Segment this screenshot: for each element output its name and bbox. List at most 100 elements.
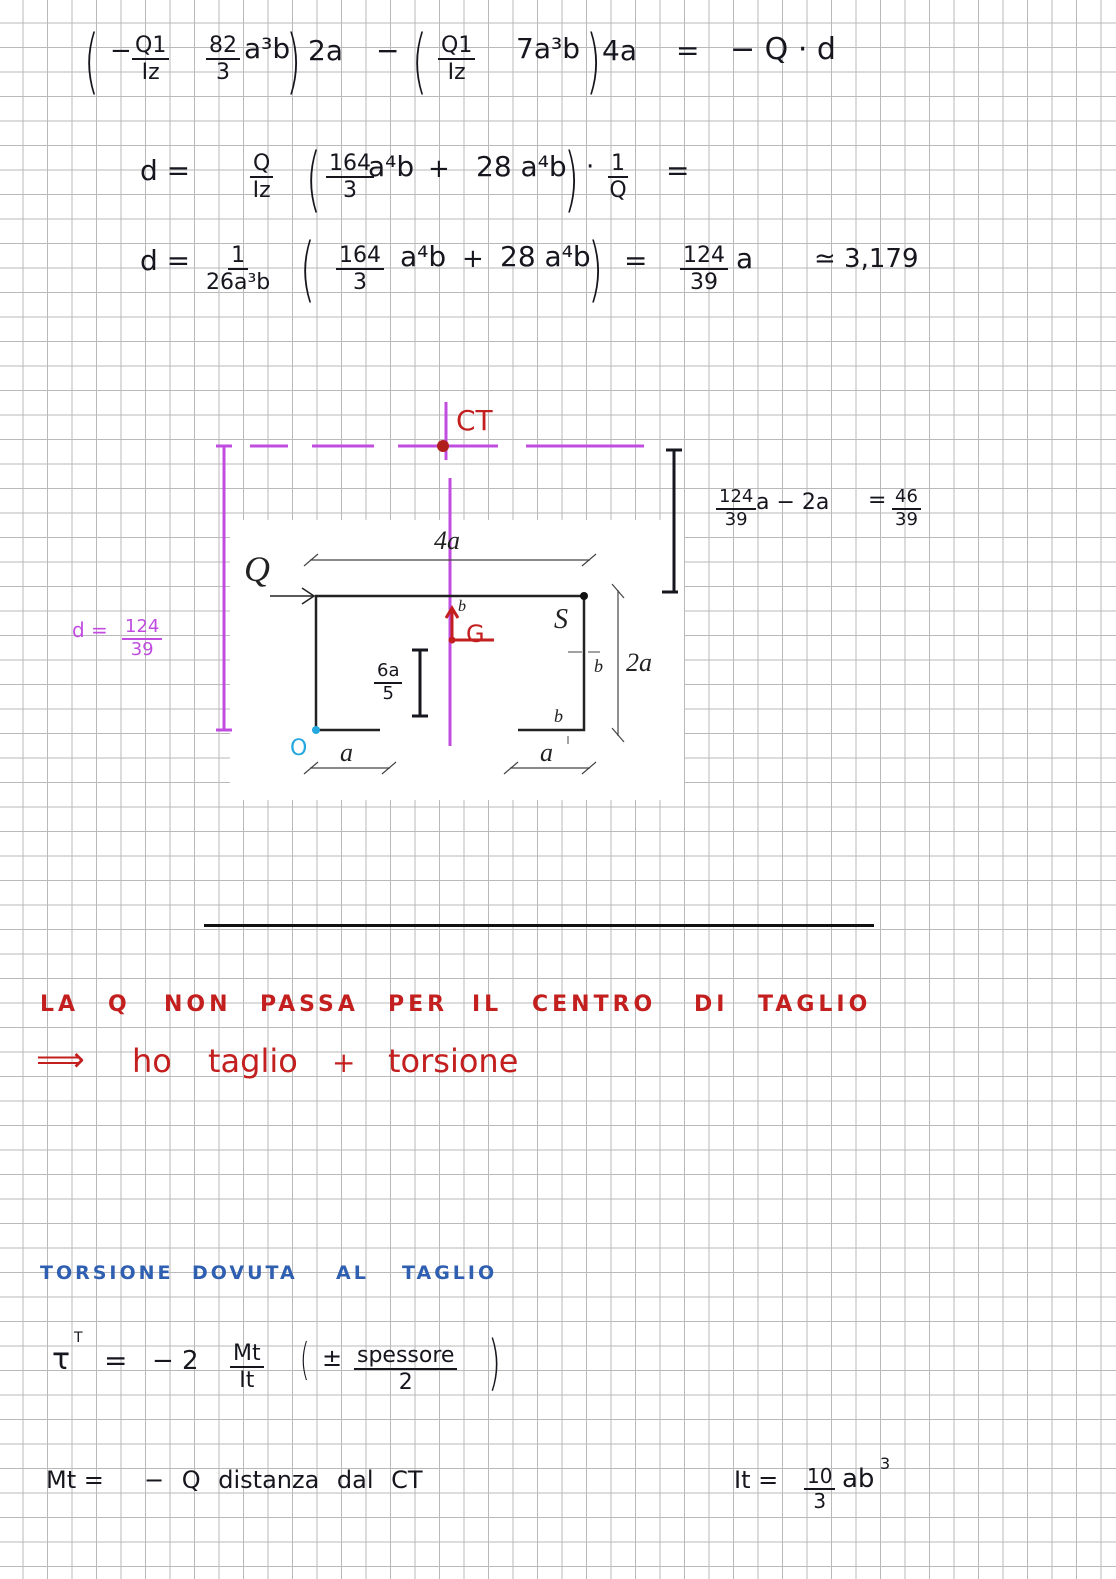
- paren-open: (: [412, 20, 428, 102]
- denominator: 3: [343, 178, 357, 204]
- tau-superscript: T: [74, 1330, 83, 1346]
- b-label-top: b: [458, 598, 466, 615]
- minus-sign: −: [376, 34, 400, 67]
- mt-lhs: Mt =: [46, 1466, 104, 1494]
- dimension-a-left: [303, 761, 397, 775]
- word-q: Q: [108, 992, 131, 1017]
- word-non: NON: [164, 992, 232, 1017]
- denominator: 5: [382, 682, 394, 704]
- fraction-10-3: 10 3: [804, 1466, 836, 1513]
- q-label: Q: [244, 549, 270, 589]
- paren-open: (: [306, 138, 322, 220]
- denominator: Iz: [141, 60, 160, 86]
- fraction-164-3: 164 3: [326, 152, 374, 202]
- fraction-q1-iz: Q1 Iz: [132, 34, 170, 86]
- width-4a-label: 4a: [434, 526, 460, 555]
- word-passa: PASSA: [260, 992, 359, 1017]
- numerator: 164: [336, 244, 384, 271]
- term-a3b: a³b: [244, 32, 291, 65]
- word-taglio: TAGLIO: [758, 992, 872, 1017]
- numerator: Q: [250, 152, 274, 179]
- it-term: ab: [842, 1464, 875, 1494]
- coefficient: − 2: [152, 1346, 199, 1376]
- numerator: Mt: [230, 1342, 264, 1369]
- paren-open: (: [84, 20, 100, 102]
- word-centro: CENTRO: [532, 992, 657, 1017]
- term-28a4b: 28 a⁴b: [476, 150, 567, 183]
- thickness-ticks: [567, 651, 600, 744]
- fraction-1-26a3b: 1 26a³b: [206, 244, 270, 294]
- it-superscript: 3: [880, 1454, 891, 1473]
- numerator: 6a: [374, 661, 403, 684]
- term-28a4b: 28 a⁴b: [500, 240, 591, 273]
- equals-sign: =: [624, 244, 648, 277]
- diff-middle: a − 2a: [756, 490, 830, 515]
- term-7a3b: 7a³b: [516, 32, 580, 65]
- rhs-q-d: − Q · d: [730, 32, 836, 67]
- fraction-q-iz: Q Iz: [250, 152, 274, 202]
- fraction-1-q: 1 Q: [608, 152, 628, 202]
- denominator: 39: [895, 508, 918, 530]
- paren-close: ): [286, 20, 302, 102]
- equals-sign: =: [666, 154, 690, 187]
- numerator: 46: [892, 487, 921, 510]
- fraction-mt-it: Mt It: [230, 1342, 264, 1392]
- denominator: 3: [813, 1489, 827, 1513]
- minus-sign: −: [110, 36, 132, 66]
- fraction-82-3: 82 3: [206, 34, 240, 84]
- denominator: 2: [398, 1370, 413, 1396]
- approx-value: ≃ 3,179: [814, 244, 919, 274]
- fraction-d-124-39: 124 39: [122, 617, 163, 660]
- paren-open: (: [300, 228, 316, 310]
- numerator: 1: [228, 244, 249, 271]
- lhs-d: d =: [140, 244, 191, 277]
- implies-arrow: ⟹: [36, 1040, 85, 1080]
- fraction-q1-iz: Q1 Iz: [438, 34, 476, 84]
- dimension-4a: [303, 553, 597, 567]
- equals-sign: =: [104, 1344, 128, 1377]
- paren-close: ): [588, 228, 604, 310]
- numerator: Q1: [132, 34, 170, 61]
- mt-rhs: − Q distanza dal CT: [144, 1466, 423, 1494]
- s-label: S: [554, 604, 568, 635]
- fraction-46-39: 46 39: [892, 487, 921, 530]
- numerator: 124: [122, 617, 163, 640]
- word-la: LA: [40, 992, 80, 1017]
- denominator: 39: [130, 638, 154, 660]
- ct-label: CT: [456, 404, 493, 437]
- word-taglio: TAGLIO: [402, 1262, 498, 1284]
- word-di: DI: [694, 992, 729, 1017]
- factor-4a: 4a: [602, 34, 637, 67]
- paren-close: ): [586, 20, 602, 102]
- c-section: [314, 594, 586, 732]
- dimension-a-right: [503, 761, 597, 775]
- denominator: 3: [353, 270, 367, 296]
- numerator: 164: [326, 152, 374, 179]
- tau: τ: [52, 1342, 71, 1377]
- height-2a-label: 2a: [626, 648, 652, 677]
- plus-sign: +: [332, 1046, 356, 1079]
- b-label-bottom: b: [554, 706, 563, 726]
- word-dovuta: DOVUTA: [192, 1262, 298, 1284]
- g-label: G: [466, 620, 485, 648]
- b-label-right: b: [594, 656, 603, 676]
- q-arrow: [270, 587, 316, 605]
- lhs-d: d =: [140, 154, 191, 187]
- ct-point: [437, 440, 449, 452]
- numerator: Q1: [438, 34, 476, 61]
- word-taglio-2: taglio: [208, 1042, 298, 1080]
- fraction-6a-5: 6a 5: [374, 661, 403, 704]
- fraction-164-3: 164 3: [336, 244, 384, 294]
- it-lhs: It =: [734, 1466, 779, 1494]
- denominator: 39: [724, 508, 748, 530]
- word-il: IL: [472, 992, 503, 1017]
- factor-2a: 2a: [308, 34, 343, 67]
- numerator: spessore: [354, 1344, 458, 1371]
- denominator: 26a³b: [206, 270, 271, 296]
- separator-line: [204, 924, 874, 927]
- s-point: [580, 592, 588, 600]
- word-per: PER: [388, 992, 449, 1017]
- word-al: AL: [336, 1262, 369, 1284]
- denominator: 3: [216, 60, 230, 86]
